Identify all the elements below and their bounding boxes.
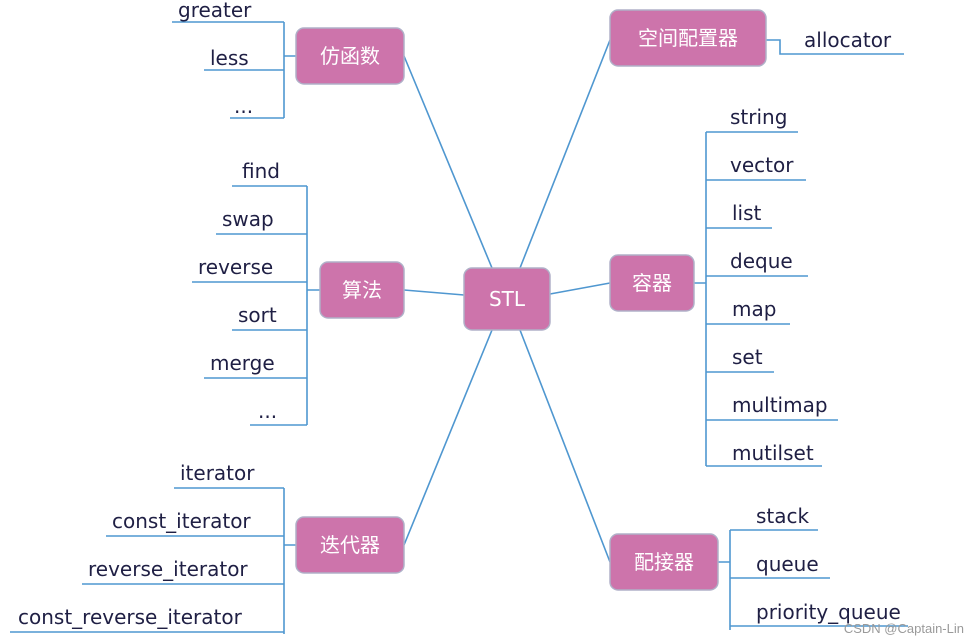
leaf-greater: greater	[178, 0, 252, 22]
leaf-deque: deque	[730, 249, 793, 273]
leaf-less: less	[210, 46, 249, 70]
leaf-merge: merge	[210, 351, 275, 375]
functor-leaves: greater less ...	[172, 0, 296, 119]
leaf-set: set	[732, 345, 763, 369]
node-root-label: STL	[489, 287, 526, 311]
leaf-const-reverse-iterator: const_reverse_iterator	[18, 605, 243, 629]
leaf-priority-queue: priority_queue	[756, 600, 901, 624]
leaf-map: map	[732, 297, 776, 321]
edge-root-functor	[403, 55, 493, 269]
edge-root-adapter	[519, 329, 611, 563]
leaf-stack: stack	[756, 504, 810, 528]
edge-root-container	[549, 282, 611, 295]
leaf-reverse-iterator: reverse_iterator	[88, 557, 248, 581]
leaf-find: find	[242, 159, 280, 183]
node-functor-label: 仿函数	[320, 44, 380, 68]
node-container-label: 容器	[632, 271, 672, 295]
leaf-ellipsis: ...	[258, 399, 277, 423]
node-iterator: 迭代器	[295, 516, 405, 574]
container-leaves: string vector list deque map set multima…	[694, 105, 838, 467]
leaf-string: string	[730, 105, 787, 129]
leaf-allocator: allocator	[804, 28, 892, 52]
node-adapter: 配接器	[609, 533, 719, 591]
iterator-leaves: iterator const_iterator reverse_iterator…	[10, 461, 296, 634]
edge-root-allocator	[519, 39, 611, 269]
root-edges	[403, 39, 611, 563]
leaf-reverse: reverse	[198, 255, 273, 279]
node-adapter-label: 配接器	[634, 550, 694, 574]
leaf-queue: queue	[756, 552, 819, 576]
edge-root-iterator	[403, 329, 493, 546]
node-iterator-label: 迭代器	[320, 533, 380, 557]
node-allocator: 空间配置器	[609, 9, 767, 67]
leaf-ellipsis: ...	[234, 94, 253, 118]
adapter-leaves: stack queue priority_queue	[718, 504, 908, 630]
leaf-vector: vector	[730, 153, 794, 177]
node-functor: 仿函数	[295, 27, 405, 85]
leaf-multimap: multimap	[732, 393, 828, 417]
node-root: STL	[463, 267, 551, 331]
edge-root-algorithm	[403, 289, 465, 296]
watermark: CSDN @Captain-Lin	[843, 621, 964, 636]
algorithm-leaves: find swap reverse sort merge ...	[192, 159, 320, 426]
leaf-iterator: iterator	[180, 461, 255, 485]
allocator-leaves: allocator	[766, 28, 904, 55]
leaf-mutilset: mutilset	[732, 441, 814, 465]
leaf-sort: sort	[238, 303, 277, 327]
leaf-const-iterator: const_iterator	[112, 509, 251, 533]
node-container: 容器	[609, 254, 695, 312]
node-algorithm: 算法	[319, 261, 405, 319]
node-allocator-label: 空间配置器	[638, 26, 738, 50]
leaf-list: list	[732, 201, 762, 225]
node-algorithm-label: 算法	[342, 278, 382, 302]
leaf-swap: swap	[222, 207, 274, 231]
